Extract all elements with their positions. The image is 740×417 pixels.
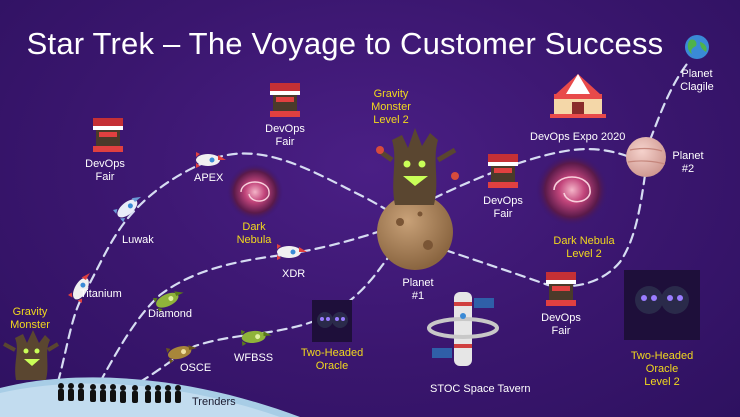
label-apex: APEX: [194, 172, 224, 184]
rocket-titanium-icon: [68, 273, 90, 303]
path-diamond-route: [98, 226, 392, 384]
rocket-luwak-icon: [113, 196, 142, 223]
two-headed-oracle-level-2-icon: [624, 270, 700, 340]
devops-fair-stall-4-icon: [546, 272, 576, 306]
dark-nebula-icon: [227, 164, 283, 220]
label-planet-2: Planet #2: [672, 150, 704, 175]
gravity-monster-level-2-icon: [376, 128, 459, 205]
label-dark-nebula: Dark Nebula: [236, 221, 272, 246]
devops-fair-stall-2-icon: [270, 83, 300, 117]
label-two-headed-oracle-level-2: Two-Headed Oracle Level 2: [630, 350, 694, 388]
devops-fair-stall-3-icon: [488, 154, 518, 188]
label-titanium: Titanium: [80, 288, 122, 300]
planet-clagile-icon: [685, 35, 709, 59]
page-title: Star Trek – The Voyage to Customer Succe…: [26, 26, 664, 61]
label-gravity-monster: Gravity Monster: [10, 306, 50, 331]
trenders-people-icon: [58, 383, 181, 403]
label-devops-fair-2: DevOps Fair: [265, 123, 305, 148]
label-devops-fair-4: DevOps Fair: [541, 312, 581, 337]
label-luwak: Luwak: [122, 234, 154, 246]
devops-expo-tent-icon: [550, 74, 606, 118]
rocket-wfbss-icon: [241, 330, 272, 346]
label-trenders: Trenders: [192, 396, 236, 408]
devops-fair-stall-1-icon: [93, 118, 123, 152]
label-wfbss: WFBSS: [234, 352, 274, 364]
rocket-xdr-icon: [277, 244, 307, 260]
label-osce: OSCE: [180, 362, 212, 374]
label-dark-nebula-level-2: Dark Nebula Level 2: [553, 235, 615, 260]
label-gravity-monster-level-2: Gravity Monster Level 2: [371, 88, 411, 126]
label-xdr: XDR: [282, 268, 306, 280]
label-planet-1: Planet #1: [402, 277, 434, 302]
path-planet2-to-clagile: [648, 58, 692, 142]
stoc-space-tavern-icon: [427, 292, 499, 366]
planet-1-icon: [377, 194, 453, 270]
path-planet1-to-planet2: [418, 147, 632, 207]
path-planet1-to-fair: [443, 173, 647, 288]
label-devops-fair-3: DevOps Fair: [483, 195, 523, 220]
label-two-headed-oracle: Two-Headed Oracle: [300, 347, 364, 372]
two-headed-oracle-icon: [312, 300, 352, 342]
label-planet-clagile: Planet Clagile: [680, 68, 714, 93]
planet-2-icon: [626, 137, 666, 177]
label-diamond: Diamond: [148, 308, 193, 320]
rocket-diamond-icon: [153, 291, 184, 313]
rocket-osce-icon: [166, 345, 198, 364]
dark-nebula-level-2-icon: [536, 154, 608, 226]
label-stoc-space-tavern: STOC Space Tavern: [430, 383, 531, 395]
gravity-monster-icon: [3, 330, 60, 380]
label-devops-fair-1: DevOps Fair: [85, 158, 125, 183]
rocket-apex-icon: [196, 152, 226, 168]
label-devops-expo-2020: DevOps Expo 2020: [530, 131, 626, 143]
